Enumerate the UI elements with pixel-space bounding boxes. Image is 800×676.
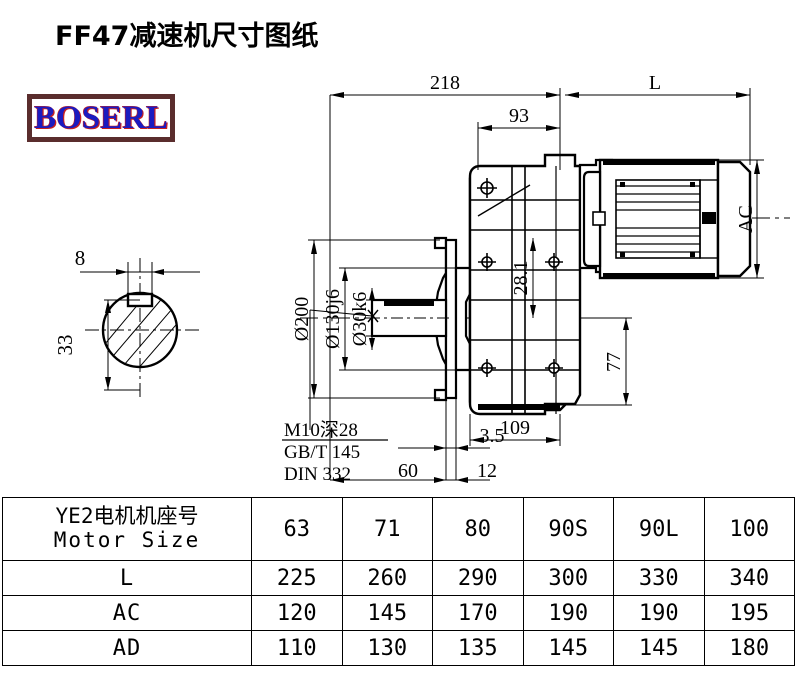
page-title: FF47减速机尺寸图纸	[55, 21, 319, 52]
row-ad-val-1: 130	[341, 630, 433, 666]
row-label-l: L	[2, 560, 252, 596]
keyway-dim-33: 33	[53, 335, 77, 356]
note-m10: M10深28	[284, 419, 358, 441]
row-ac-val-4: 190	[613, 595, 705, 631]
dim-60: 60	[398, 460, 418, 482]
row-ac-val-5: 195	[703, 595, 795, 631]
dim-AC: AC	[735, 205, 757, 233]
dim-d30: Ø30k6	[349, 292, 371, 346]
motor-size-1: 71	[341, 497, 433, 561]
keyway-text: 8 33	[53, 246, 85, 356]
header-label-en: Motor Size	[53, 528, 201, 552]
dim-109: 109	[500, 417, 530, 439]
row-l-val-2: 290	[432, 560, 524, 596]
row-label-ac: AC	[2, 595, 252, 631]
row-ad-val-0: 110	[251, 630, 343, 666]
dim-28-1: 28.1	[510, 261, 532, 296]
table-row: L 225 260 290 300 330 340	[2, 560, 795, 596]
table-header-row: YE2电机机座号 Motor Size 63 71 80 90S 90L 100	[2, 497, 795, 561]
row-ad-val-3: 145	[522, 630, 614, 666]
header-label-cn: YE2电机机座号	[55, 504, 199, 529]
dim-12: 12	[477, 460, 497, 482]
motor-size-table: YE2电机机座号 Motor Size 63 71 80 90S 90L 100…	[2, 497, 795, 666]
motor-size-2: 80	[432, 497, 524, 561]
dim-3-5: 3.5	[480, 425, 505, 447]
row-ac-val-0: 120	[251, 595, 343, 631]
row-ad-val-2: 135	[432, 630, 524, 666]
dim-93: 93	[509, 105, 529, 127]
motor-size-0: 63	[251, 497, 343, 561]
electric-motor	[582, 158, 752, 280]
output-shaft	[367, 298, 450, 338]
row-l-val-3: 300	[522, 560, 614, 596]
keyway-dim-8: 8	[75, 246, 86, 270]
row-l-val-5: 340	[703, 560, 795, 596]
brand-logo: BOSERL	[27, 94, 175, 142]
row-ad-val-5: 180	[703, 630, 795, 666]
dimension-text: 218 L 93 AC Ø200 Ø130j6 Ø30k6 28.1 77 10…	[291, 72, 757, 482]
dim-L: L	[649, 72, 661, 94]
keyway-detail	[80, 258, 200, 398]
row-l-val-0: 225	[251, 560, 343, 596]
dim-218: 218	[430, 72, 460, 94]
dim-d130: Ø130j6	[322, 289, 344, 349]
row-ac-val-2: 170	[432, 595, 524, 631]
motor-size-5: 100	[703, 497, 795, 561]
header-label-cell: YE2电机机座号 Motor Size	[2, 497, 252, 561]
table-row: AD 110 130 135 145 145 180	[2, 630, 795, 666]
row-ac-val-3: 190	[522, 595, 614, 631]
table-row: AC 120 145 170 190 190 195	[2, 595, 795, 631]
logo-text: BOSERL	[34, 99, 168, 136]
row-l-val-4: 330	[613, 560, 705, 596]
dim-d200: Ø200	[291, 297, 313, 341]
dimension-lines	[308, 88, 764, 483]
shaft-end-notes: M10深28 GB/T 145 DIN 332	[282, 309, 388, 485]
dim-77: 77	[603, 352, 625, 372]
motor-size-3: 90S	[522, 497, 614, 561]
row-l-val-1: 260	[341, 560, 433, 596]
note-din: DIN 332	[284, 464, 351, 485]
note-gbt: GB/T 145	[284, 442, 360, 463]
motor-size-4: 90L	[613, 497, 705, 561]
row-label-ad: AD	[2, 630, 252, 666]
row-ac-val-1: 145	[341, 595, 433, 631]
row-ad-val-4: 145	[613, 630, 705, 666]
bolt-markers	[477, 178, 563, 377]
